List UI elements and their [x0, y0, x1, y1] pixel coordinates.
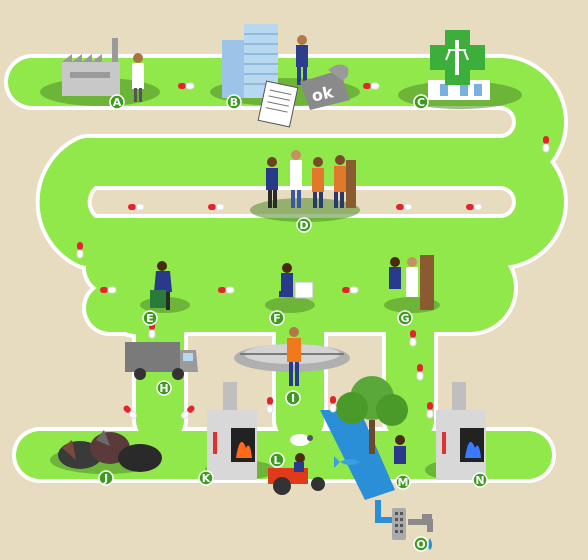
capsule-icon: [76, 242, 84, 259]
people-group-icon: [266, 150, 356, 208]
garbage-pile-icon: [58, 430, 162, 472]
capsule-icon: [266, 397, 274, 414]
capsule-icon: [396, 203, 413, 211]
station-label-c: C: [413, 94, 429, 110]
station-label-n: N: [472, 472, 488, 488]
capsule-markers: [76, 82, 550, 420]
sheep-icon: [290, 434, 313, 446]
station-label-a: A: [109, 94, 125, 110]
ok-sign-text: ok: [310, 82, 335, 105]
capsule-icon: [329, 396, 337, 413]
capsule-icon: [342, 286, 359, 294]
station-label-d: D: [296, 217, 312, 233]
document-icon: [257, 80, 299, 128]
station-label-m: M: [395, 474, 411, 490]
svg-text:G: G: [400, 312, 409, 325]
svg-text:L: L: [273, 454, 280, 467]
station-label-g: G: [397, 310, 413, 326]
station-label-l: L: [269, 452, 285, 468]
person-on-toilet-icon: [279, 263, 314, 299]
person-at-river-icon: [394, 435, 406, 464]
svg-text:J: J: [103, 472, 108, 485]
incinerator-icon: [207, 382, 257, 480]
station-label-i: I: [285, 390, 301, 406]
pharmacy-building-icon: [428, 80, 490, 100]
station-label-e: E: [142, 310, 158, 326]
station-label-o: O: [413, 536, 429, 552]
filter-icon: [392, 508, 406, 540]
businessman-icon: [296, 35, 308, 85]
station-label-f: F: [269, 310, 285, 326]
scientist-icon: [132, 53, 144, 102]
boiler-icon: [436, 382, 486, 480]
station-label-b: B: [226, 94, 242, 110]
svg-text:H: H: [159, 382, 168, 395]
station-label-h: H: [156, 380, 172, 396]
person-with-bin-icon: [150, 261, 172, 310]
office-buildings-icon: [222, 24, 278, 98]
capsule-icon: [466, 203, 483, 211]
svg-text:B: B: [230, 96, 238, 109]
station-labels: A B C D E F G H I J K L M N O: [98, 94, 488, 552]
capsule-icon: [542, 136, 550, 153]
station-label-j: J: [98, 470, 114, 486]
factory-icon: [62, 38, 120, 96]
capsule-icon: [178, 82, 195, 90]
pharmacy-counter-icon: [389, 255, 434, 310]
capsule-icon: [409, 330, 417, 347]
capsule-icon: [218, 286, 235, 294]
svg-text:D: D: [299, 219, 308, 232]
fish-icon: [334, 456, 360, 468]
capsule-icon: [363, 82, 380, 90]
capsule-icon: [416, 364, 424, 381]
capsule-icon: [208, 203, 225, 211]
tractor-icon: [268, 453, 325, 495]
svg-text:F: F: [273, 312, 281, 325]
capsule-icon: [426, 402, 434, 419]
svg-text:N: N: [475, 474, 484, 487]
pharmacy-cross-icon: [430, 30, 485, 85]
svg-text:C: C: [417, 96, 425, 109]
svg-text:I: I: [291, 392, 295, 405]
svg-text:O: O: [416, 538, 425, 551]
svg-text:E: E: [146, 312, 154, 325]
worker-icon: [287, 327, 301, 386]
capsule-icon: [180, 405, 195, 420]
station-label-k: K: [198, 470, 214, 486]
water-pipe: [375, 500, 396, 523]
ok-sign-icon: ok: [300, 64, 350, 110]
capsule-icon: [123, 405, 138, 420]
svg-text:A: A: [113, 96, 122, 109]
svg-text:M: M: [398, 476, 409, 489]
capsule-icon: [128, 203, 145, 211]
river: [320, 410, 395, 500]
garbage-truck-icon: [125, 342, 198, 380]
capsule-icon: [100, 286, 117, 294]
tree-icon: [336, 376, 408, 454]
svg-text:K: K: [202, 472, 211, 485]
water-tap-icon: [408, 514, 433, 550]
